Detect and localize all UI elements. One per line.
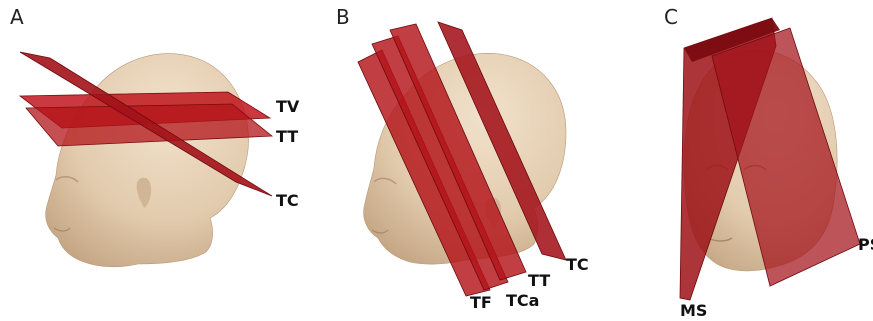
- label-ms-c: MS: [680, 301, 707, 320]
- label-tc-a: TC: [276, 191, 299, 210]
- panel-b: B TC TT TCa TF: [336, 5, 589, 312]
- label-tv-a: TV: [276, 97, 300, 116]
- panel-c: C MS PS: [664, 5, 873, 320]
- label-tf-b: TF: [470, 293, 492, 312]
- panel-label-c: C: [664, 5, 678, 29]
- panel-label-b: B: [336, 5, 350, 29]
- label-tt-a: TT: [276, 127, 298, 146]
- label-tc-b: TC: [566, 255, 589, 274]
- label-ps-c: PS: [858, 235, 873, 254]
- panel-label-a: A: [10, 5, 24, 29]
- panel-a: A TV TT TC: [10, 5, 300, 267]
- label-tca-b: TCa: [506, 291, 539, 310]
- label-tt-b: TT: [528, 271, 550, 290]
